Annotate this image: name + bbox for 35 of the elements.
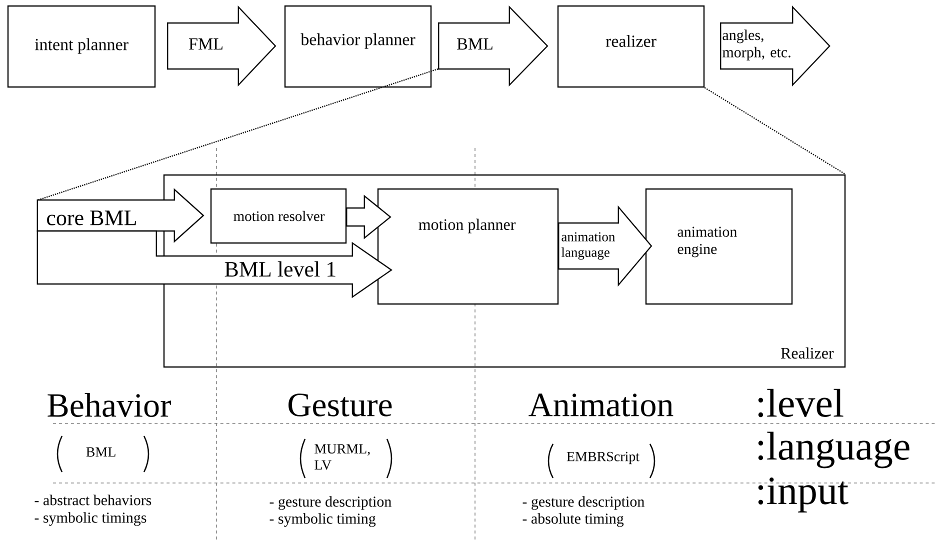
edge-label: BML: [457, 38, 492, 50]
list-item: - symbolic timings: [34, 512, 146, 526]
list-item: - abstract behaviors: [34, 494, 152, 506]
zoom-line: [704, 87, 846, 175]
edge-label: animation language: [561, 232, 615, 260]
list-item: - symbolic timing: [270, 513, 376, 527]
block-arrow: [36, 188, 204, 243]
edge-label: angles, morph, etc.: [722, 30, 790, 60]
block-arrow: [167, 6, 276, 86]
row-heading: :input: [758, 478, 848, 512]
list-item: - gesture description: [522, 496, 644, 510]
row-heading: :language: [758, 432, 910, 468]
column-heading: Behavior: [48, 393, 172, 417]
process-box: behavior planner: [284, 5, 432, 88]
language-name: BML: [86, 447, 116, 457]
edge-label: core BML: [47, 210, 136, 226]
row-heading: :level: [758, 388, 844, 418]
block-arrow: [438, 6, 548, 86]
block-arrow: [558, 205, 652, 287]
block-arrow: [346, 194, 392, 240]
process-box: motion resolver: [210, 188, 347, 244]
process-box: realizer: [557, 5, 705, 88]
edge-label: FML: [189, 38, 222, 50]
column-heading: Gesture: [288, 394, 392, 416]
process-box: intent planner: [7, 5, 156, 88]
list-item: - absolute timing: [522, 513, 624, 527]
column-heading: Animation: [528, 394, 674, 416]
process-box: animation engine: [645, 188, 793, 305]
language-name: EMBRScript: [566, 452, 640, 464]
block-arrow: [720, 6, 830, 86]
language-name: MURML, LV: [314, 444, 370, 470]
list-item: - gesture description: [270, 496, 392, 510]
edge-label: BML level 1: [224, 261, 336, 277]
block-arrow: [36, 230, 392, 298]
process-box: motion planner: [377, 188, 559, 305]
